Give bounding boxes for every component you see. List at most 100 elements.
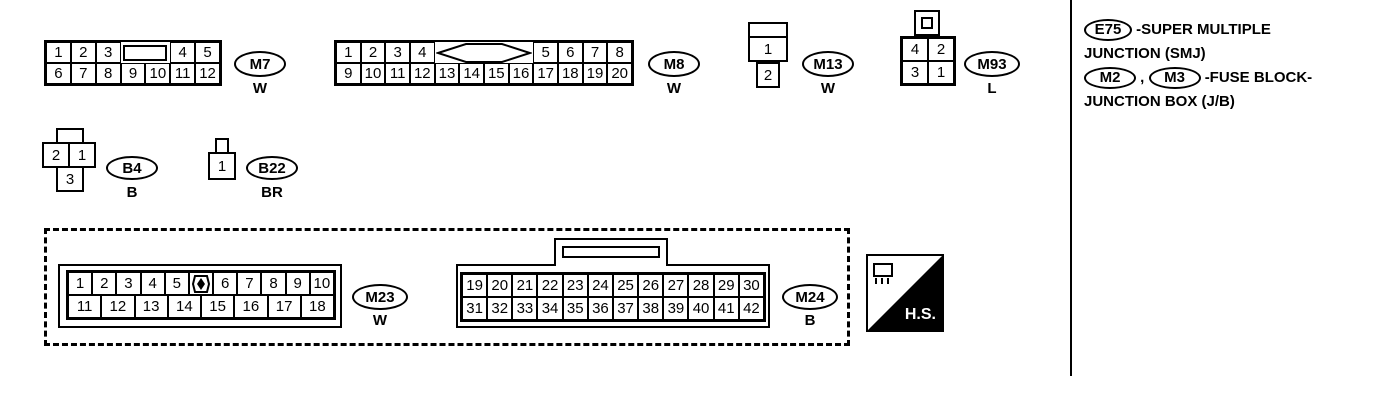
connector-label-m24: M24 xyxy=(782,284,838,310)
housing-gap xyxy=(556,262,666,266)
pin-cell: 11 xyxy=(170,63,196,84)
wire-color-b22: BR xyxy=(261,184,283,201)
pin-cell: 21 xyxy=(512,274,538,297)
wire-color-m7: W xyxy=(252,80,268,97)
pin-cell: 28 xyxy=(688,274,714,297)
pin-cell: 6 xyxy=(557,42,583,63)
connector-label-m13: M13 xyxy=(802,51,854,77)
connector-label-m7: M7 xyxy=(234,51,286,77)
connector-m93: 4 2 3 1 xyxy=(900,10,956,86)
key-diamond xyxy=(188,272,214,295)
pin-cell: 38 xyxy=(638,297,664,320)
pin-cell: 3 xyxy=(385,42,410,63)
connector-b22: 1 xyxy=(208,138,238,182)
legend-e75-text-2: JUNCTION (SMJ) xyxy=(1084,45,1206,62)
pin-cell: 2 xyxy=(92,272,117,295)
pin-cell: 29 xyxy=(713,274,739,297)
pin-cell: 35 xyxy=(562,297,588,320)
pin-cell: 1 xyxy=(748,36,788,62)
legend-row-e75: E75 -SUPER MULTIPLE xyxy=(1084,18,1364,42)
harness-side-badge: H.S. xyxy=(866,254,944,332)
lock-tab xyxy=(914,10,940,36)
wire-color-m24: B xyxy=(804,312,816,329)
pin-cell: 14 xyxy=(459,63,484,84)
wire-color-b4: B xyxy=(126,184,138,201)
pin-cell: 1 xyxy=(928,61,954,84)
legend: E75 -SUPER MULTIPLE JUNCTION (SMJ) M2 , … xyxy=(1084,18,1364,114)
legend-m-text-2: JUNCTION BOX (J/B) xyxy=(1084,93,1235,110)
wire-color-m23: W xyxy=(372,312,388,329)
pin-cell: 20 xyxy=(487,274,513,297)
pin-cell: 12 xyxy=(195,63,220,84)
pin-cell: 20 xyxy=(607,63,632,84)
pin-cell: 7 xyxy=(237,272,262,295)
pin-cell: 17 xyxy=(267,295,301,318)
pin-cell: 11 xyxy=(68,295,102,318)
pin-cell: 2 xyxy=(928,38,954,61)
pin-cell: 31 xyxy=(462,297,488,320)
pin-cell: 13 xyxy=(134,295,168,318)
connector-m24: 19 20 21 22 23 24 25 26 27 28 29 30 31 3… xyxy=(460,272,766,322)
pin-cell: 12 xyxy=(409,63,435,84)
pin-cell: 22 xyxy=(537,274,563,297)
pin-cell: 12 xyxy=(101,295,135,318)
pin-cell: 9 xyxy=(120,63,146,84)
pin-cell: 26 xyxy=(638,274,664,297)
pin-cell: 36 xyxy=(587,297,613,320)
pin-cell: 25 xyxy=(612,274,639,297)
pin-cell: 3 xyxy=(902,61,928,84)
connector-m23-housing xyxy=(58,264,342,328)
pin-cell: 17 xyxy=(533,63,558,84)
pin-cell: 15 xyxy=(483,63,509,84)
connector-m7: 1 2 3 4 5 6 7 8 9 10 11 12 xyxy=(44,40,222,86)
pin-cell: 5 xyxy=(164,272,189,295)
pin-cell: 10 xyxy=(360,63,386,84)
legend-divider xyxy=(1070,0,1072,376)
pin-cell: 18 xyxy=(557,63,583,84)
pin-cell: 41 xyxy=(713,297,739,320)
pin-cell: 1 xyxy=(68,142,96,168)
connector-label-m23: M23 xyxy=(352,284,408,310)
connector-b4: 2 1 3 xyxy=(42,128,98,192)
pin-cell: 8 xyxy=(261,272,286,295)
pin-cell: 16 xyxy=(234,295,268,318)
legend-comma: , xyxy=(1140,69,1145,86)
pin-cell: 8 xyxy=(607,42,632,63)
pin-cell: 37 xyxy=(612,297,639,320)
legend-oval-e75: E75 xyxy=(1084,19,1132,42)
pin-cell: 2 xyxy=(360,42,386,63)
connector-label-m8: M8 xyxy=(648,51,700,77)
pin-cell: 6 xyxy=(46,63,71,84)
pin-grid: 4 2 3 1 xyxy=(900,36,956,86)
pin-cell: 3 xyxy=(95,42,121,63)
hs-label: H.S. xyxy=(904,306,936,323)
connector-m13: 1 2 xyxy=(748,22,788,90)
pin-cell: 14 xyxy=(167,295,201,318)
legend-e75-text: -SUPER MULTIPLE xyxy=(1136,21,1271,38)
pin-cell: 1 xyxy=(208,152,236,180)
pin-cell: 19 xyxy=(582,63,608,84)
legend-oval-m3: M3 xyxy=(1148,67,1201,90)
pin-cell: 23 xyxy=(562,274,588,297)
pin-cell: 7 xyxy=(582,42,608,63)
pin-cell: 16 xyxy=(508,63,534,84)
wire-color-m13: W xyxy=(820,80,836,97)
pin-cell: 4 xyxy=(902,38,928,61)
pin-cell: 3 xyxy=(56,166,84,192)
pin-cell: 18 xyxy=(300,295,334,318)
connector-label-b4: B4 xyxy=(106,156,158,180)
pin-cell: 13 xyxy=(434,63,460,84)
pin-cell: 9 xyxy=(285,272,310,295)
pin-cell: 32 xyxy=(487,297,513,320)
pin-cell: 2 xyxy=(70,42,96,63)
pin-cell: 1 xyxy=(336,42,361,63)
pin-cell: 39 xyxy=(663,297,689,320)
legend-m-text: -FUSE BLOCK- xyxy=(1204,69,1313,86)
pin-cell: 6 xyxy=(213,272,238,295)
connector-label-b22: B22 xyxy=(246,156,298,180)
pin-cell: 9 xyxy=(336,63,361,84)
key-diamond xyxy=(434,42,534,63)
pin-cell: 10 xyxy=(145,63,171,84)
pin-cell: 10 xyxy=(309,272,334,295)
pin-cell: 4 xyxy=(140,272,165,295)
